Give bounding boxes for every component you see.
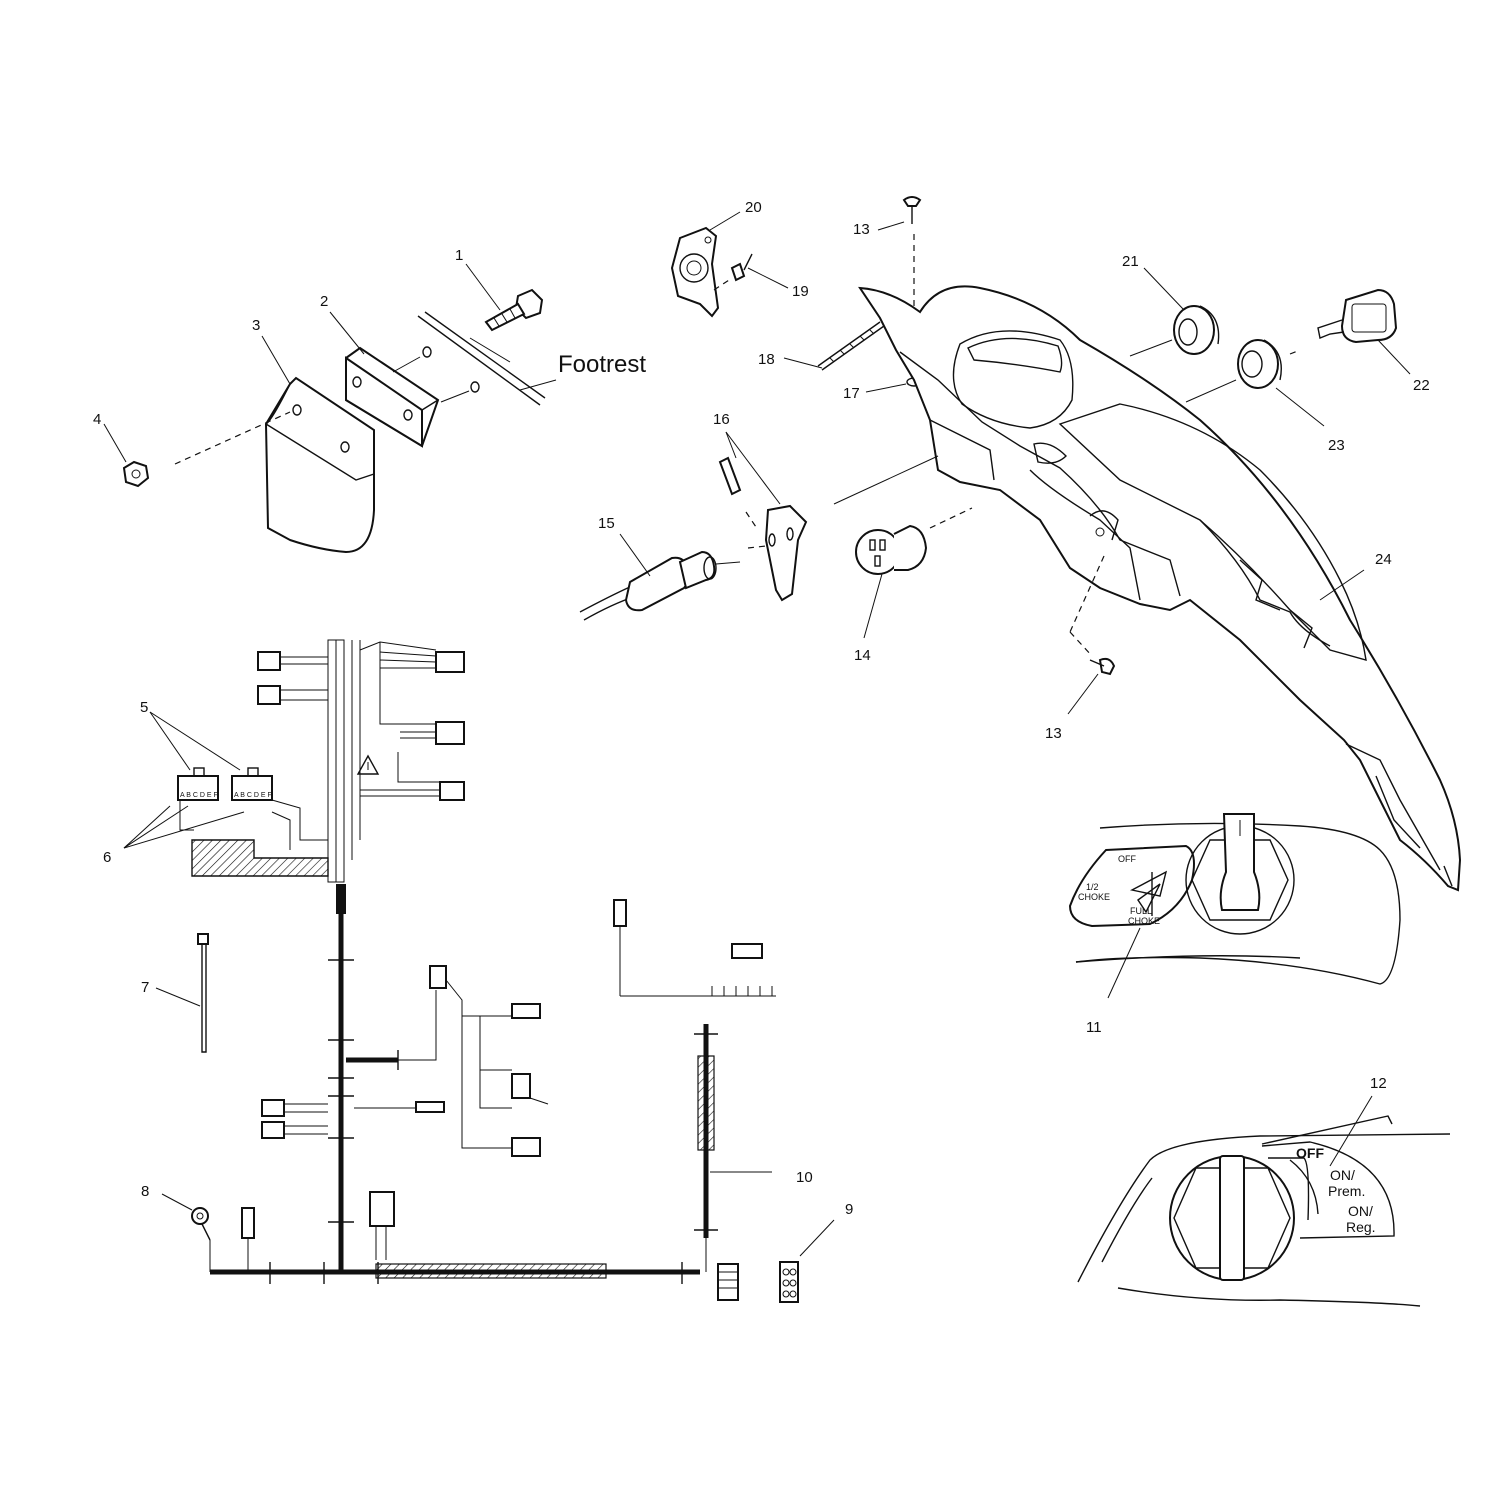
callout-23: 23 (1328, 437, 1345, 454)
footrest-spacer-part (345, 346, 440, 448)
callout-22: 22 (1413, 377, 1430, 394)
callout-14: 14 (854, 647, 871, 664)
callout-19: 19 (792, 283, 809, 300)
callout-6: 6 (103, 849, 111, 866)
callout-16: 16 (713, 411, 730, 428)
full-choke-label-2: CHOKE (1128, 916, 1160, 926)
on-prem-label-2: Prem. (1328, 1183, 1365, 1199)
choke-off-label: OFF (1118, 854, 1136, 864)
callout-21: 21 (1122, 253, 1139, 270)
key-part (1317, 288, 1398, 344)
choke-lever-icon (1129, 870, 1168, 916)
ignition-switch-part (855, 507, 973, 575)
screw-part (730, 253, 753, 282)
screw-top-part (902, 196, 922, 350)
relay-left: A B C D E F (177, 767, 219, 801)
footrest-label: Footrest (558, 351, 646, 378)
hood-console-part (858, 285, 1462, 892)
callout-17: 17 (843, 385, 860, 402)
callout-2: 2 (320, 293, 328, 310)
callout-7: 7 (141, 979, 149, 996)
connector-upper-left (257, 651, 328, 705)
choke-panel-labels: OFF 1/2 CHOKE FULL CHOKE (1078, 854, 1160, 926)
callout-1: 1 (455, 247, 463, 264)
choke-panel (1068, 813, 1401, 985)
half-choke-label-2: CHOKE (1078, 892, 1110, 902)
relay-right: A B C D E F (231, 767, 273, 801)
callout-13-top: 13 (853, 221, 870, 238)
fuse-block-part (779, 1261, 799, 1303)
footrest-assembly (122, 288, 557, 554)
half-choke-label-1: 1/2 (1086, 882, 1099, 892)
warning-icon (356, 754, 380, 775)
leader-lines (103, 211, 1411, 849)
cable-part (817, 321, 885, 371)
callout-8: 8 (141, 1183, 149, 1200)
cable-tie-part (197, 933, 209, 1053)
callout-13-bottom: 13 (1045, 725, 1062, 742)
bolt-part (484, 288, 544, 332)
ring-terminal-part (191, 1207, 211, 1272)
nut-part (122, 460, 150, 488)
fuel-valve-panel (1077, 1115, 1451, 1307)
callout-12: 12 (1370, 1075, 1387, 1092)
callout-20: 20 (745, 199, 762, 216)
comb-terminal (711, 986, 773, 996)
footrest-pad-part (264, 376, 375, 554)
callout-9: 9 (845, 1201, 853, 1218)
grommet-large-part (1237, 339, 1282, 389)
callout-11: 11 (1086, 1019, 1102, 1036)
connector-right-1 (359, 641, 465, 801)
bracket-part (670, 226, 720, 318)
callout-10: 10 (796, 1169, 813, 1186)
on-reg-label-2: Reg. (1346, 1219, 1376, 1235)
callout-15: 15 (598, 515, 615, 532)
callout-5: 5 (140, 699, 148, 716)
full-choke-label-1: FULL (1130, 906, 1152, 916)
callout-numbers: 1 2 3 4 5 6 7 8 9 10 11 12 13 13 14 15 1… (93, 199, 1430, 1218)
on-prem-label-1: ON/ (1330, 1167, 1355, 1183)
callout-24: 24 (1375, 551, 1392, 568)
screw-bottom-part (1089, 657, 1116, 676)
callout-18: 18 (758, 351, 775, 368)
fuel-panel-labels: OFF ON/ Prem. ON/ Reg. (1296, 1145, 1376, 1235)
fuel-off-label: OFF (1296, 1145, 1324, 1161)
svg-text:A B C D E F: A B C D E F (180, 792, 218, 799)
lever-part (718, 456, 808, 602)
callout-4: 4 (93, 411, 101, 428)
wiring-harness: A B C D E F A B C D E F (155, 639, 835, 1303)
callout-3: 3 (252, 317, 260, 334)
on-reg-label-1: ON/ (1348, 1203, 1373, 1219)
switch-part (579, 550, 741, 621)
grommet-part (1173, 305, 1220, 355)
svg-text:A B C D E F: A B C D E F (234, 792, 272, 799)
